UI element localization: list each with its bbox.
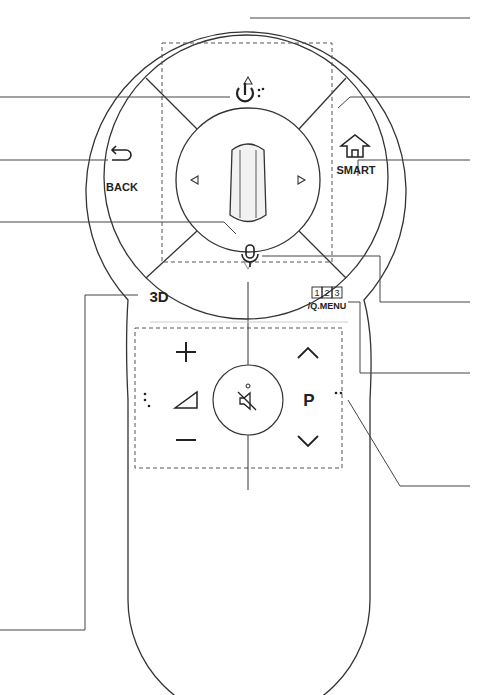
- digit-label: 3: [334, 289, 339, 298]
- button-label: BACK: [106, 182, 138, 193]
- button-label: /Q.MENU: [308, 302, 347, 311]
- digit-label: 1: [314, 289, 319, 298]
- button-label: 3D: [149, 289, 168, 304]
- digit-label: 2: [324, 289, 329, 298]
- button-label: SMART: [336, 165, 375, 176]
- button-label: P: [303, 392, 314, 409]
